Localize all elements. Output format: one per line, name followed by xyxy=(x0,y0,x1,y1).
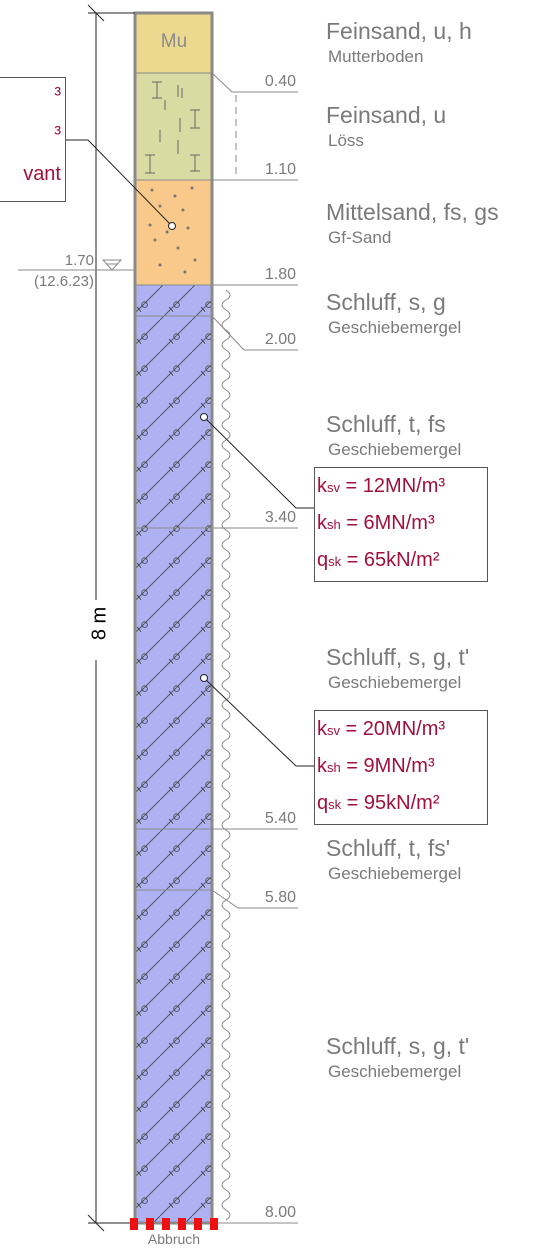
groundwater-date: (12.6.23) xyxy=(33,273,94,290)
depth-label: 2.00 xyxy=(264,331,296,348)
callout-leaders xyxy=(64,139,314,767)
groundwater-marker xyxy=(18,259,135,271)
depth-label: 1.80 xyxy=(264,266,296,283)
layer-title: Schluff, s, g, t' xyxy=(326,1033,470,1059)
qsk-row: qsk = 95kN/m² xyxy=(315,785,487,822)
layer-mutterboden xyxy=(135,13,212,73)
callout-box-1: ksv = 12MN/m³ ksh = 6MN/m³ qsk = 65kN/m² xyxy=(314,467,488,582)
dimension-line xyxy=(87,4,135,1232)
callout-left-line: ³ xyxy=(54,84,61,106)
loess-symbols xyxy=(145,81,200,174)
layer-subtitle: Mutterboden xyxy=(328,47,424,66)
layer-title: Mittelsand, fs, gs xyxy=(326,199,499,225)
ksh-symbol: k xyxy=(317,755,327,777)
abbruch-marks xyxy=(130,1218,218,1230)
layer-subtitle: Geschiebemergel xyxy=(328,318,462,337)
layer-title: Schluff, t, fs xyxy=(326,411,446,437)
qsk-symbol: q xyxy=(317,549,329,571)
qsk-symbol: q xyxy=(317,792,329,814)
qsk-value: = 65kN/m² xyxy=(341,549,440,571)
layer-subtitle: Geschiebemergel xyxy=(328,673,462,692)
qsk-row: qsk = 65kN/m² xyxy=(315,542,487,579)
consistency-wave xyxy=(221,289,231,1221)
total-depth-label: 8 m xyxy=(88,606,111,641)
abbruch-label: Abbruch xyxy=(147,1231,201,1247)
qsk-subscript: sk xyxy=(328,554,342,569)
depth-label: 8.00 xyxy=(264,1204,296,1221)
layer-subtitle: Löss xyxy=(328,131,364,150)
callout-anchors xyxy=(168,222,208,682)
ksv-symbol: k xyxy=(317,475,327,497)
layer-loess xyxy=(135,73,212,180)
depth-label: 0.40 xyxy=(264,73,296,90)
layer-title: Feinsand, u xyxy=(326,102,447,128)
ksv-subscript: sv xyxy=(327,723,340,738)
ksv-row: ksv = 20MN/m³ xyxy=(315,711,487,748)
callout-left-line: ³ xyxy=(54,123,61,145)
ksh-row: ksh = 9MN/m³ xyxy=(315,748,487,785)
ksh-symbol: k xyxy=(317,512,327,534)
depth-label: 5.40 xyxy=(264,810,296,827)
sand-dots xyxy=(148,186,197,274)
qsk-subscript: sk xyxy=(328,797,342,812)
ksh-subscript: sh xyxy=(327,760,341,775)
layer-subtitle: Geschiebemergel xyxy=(328,1062,462,1081)
layer-subtitle: Geschiebemergel xyxy=(328,440,462,459)
layer-title: Schluff, s, g xyxy=(326,289,446,315)
depth-label: 3.40 xyxy=(264,509,296,526)
mutterboden-abbrev: Mu xyxy=(160,31,188,52)
qsk-value: = 95kN/m² xyxy=(341,792,440,814)
ksv-subscript: sv xyxy=(327,480,340,495)
layer-mittelsand xyxy=(135,180,212,285)
ksh-value: = 9MN/m³ xyxy=(340,755,435,777)
depth-label: 1.10 xyxy=(264,161,296,178)
column-outline xyxy=(133,11,214,1225)
depth-label: 5.80 xyxy=(264,889,296,906)
ksh-row: ksh = 6MN/m³ xyxy=(315,505,487,542)
ksv-row: ksv = 12MN/m³ xyxy=(315,468,487,505)
layer-subtitle: Geschiebemergel xyxy=(328,864,462,883)
groundwater-depth: 1.70 xyxy=(64,252,94,269)
layer-title: Feinsand, u, h xyxy=(326,18,472,44)
ksh-subscript: sh xyxy=(327,517,341,532)
depth-lines xyxy=(211,72,298,1224)
callout-left-partial: ³ ³ vant xyxy=(0,77,66,202)
ksv-value: = 20MN/m³ xyxy=(340,718,446,740)
callout-left-line: vant xyxy=(23,163,61,185)
ksv-value: = 12MN/m³ xyxy=(340,475,446,497)
layer-title: Schluff, t, fs' xyxy=(326,835,451,861)
layer-title: Schluff, s, g, t' xyxy=(326,644,470,670)
layer-boundaries xyxy=(135,72,212,891)
callout-box-2: ksv = 20MN/m³ ksh = 9MN/m³ qsk = 95kN/m² xyxy=(314,710,488,825)
layer-subtitle: Gf-Sand xyxy=(328,228,392,247)
layer-schluff-hatch xyxy=(135,285,212,1223)
ksh-value: = 6MN/m³ xyxy=(340,512,435,534)
ksv-symbol: k xyxy=(317,718,327,740)
